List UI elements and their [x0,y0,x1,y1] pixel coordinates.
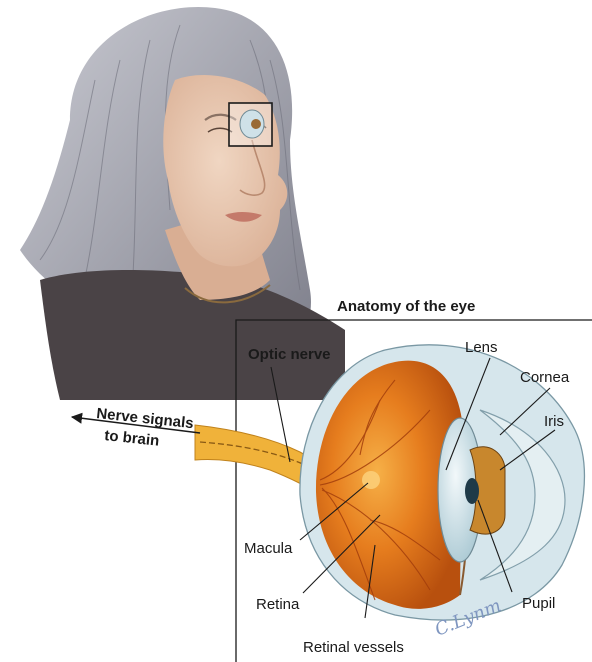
woman-portrait [20,7,345,400]
section-title: Anatomy of the eye [337,298,475,315]
label-retinal-vessels: Retinal vessels [303,639,404,656]
pupil [465,478,479,504]
label-cornea: Cornea [520,369,570,386]
label-iris: Iris [544,413,564,430]
label-macula: Macula [244,540,293,557]
inset-iris [251,119,261,129]
label-lens: Lens [465,339,498,356]
arrow-label-line2: to brain [104,427,160,450]
label-retina: Retina [256,596,300,613]
label-optic-nerve: Optic nerve [248,346,331,363]
label-pupil: Pupil [522,595,555,612]
